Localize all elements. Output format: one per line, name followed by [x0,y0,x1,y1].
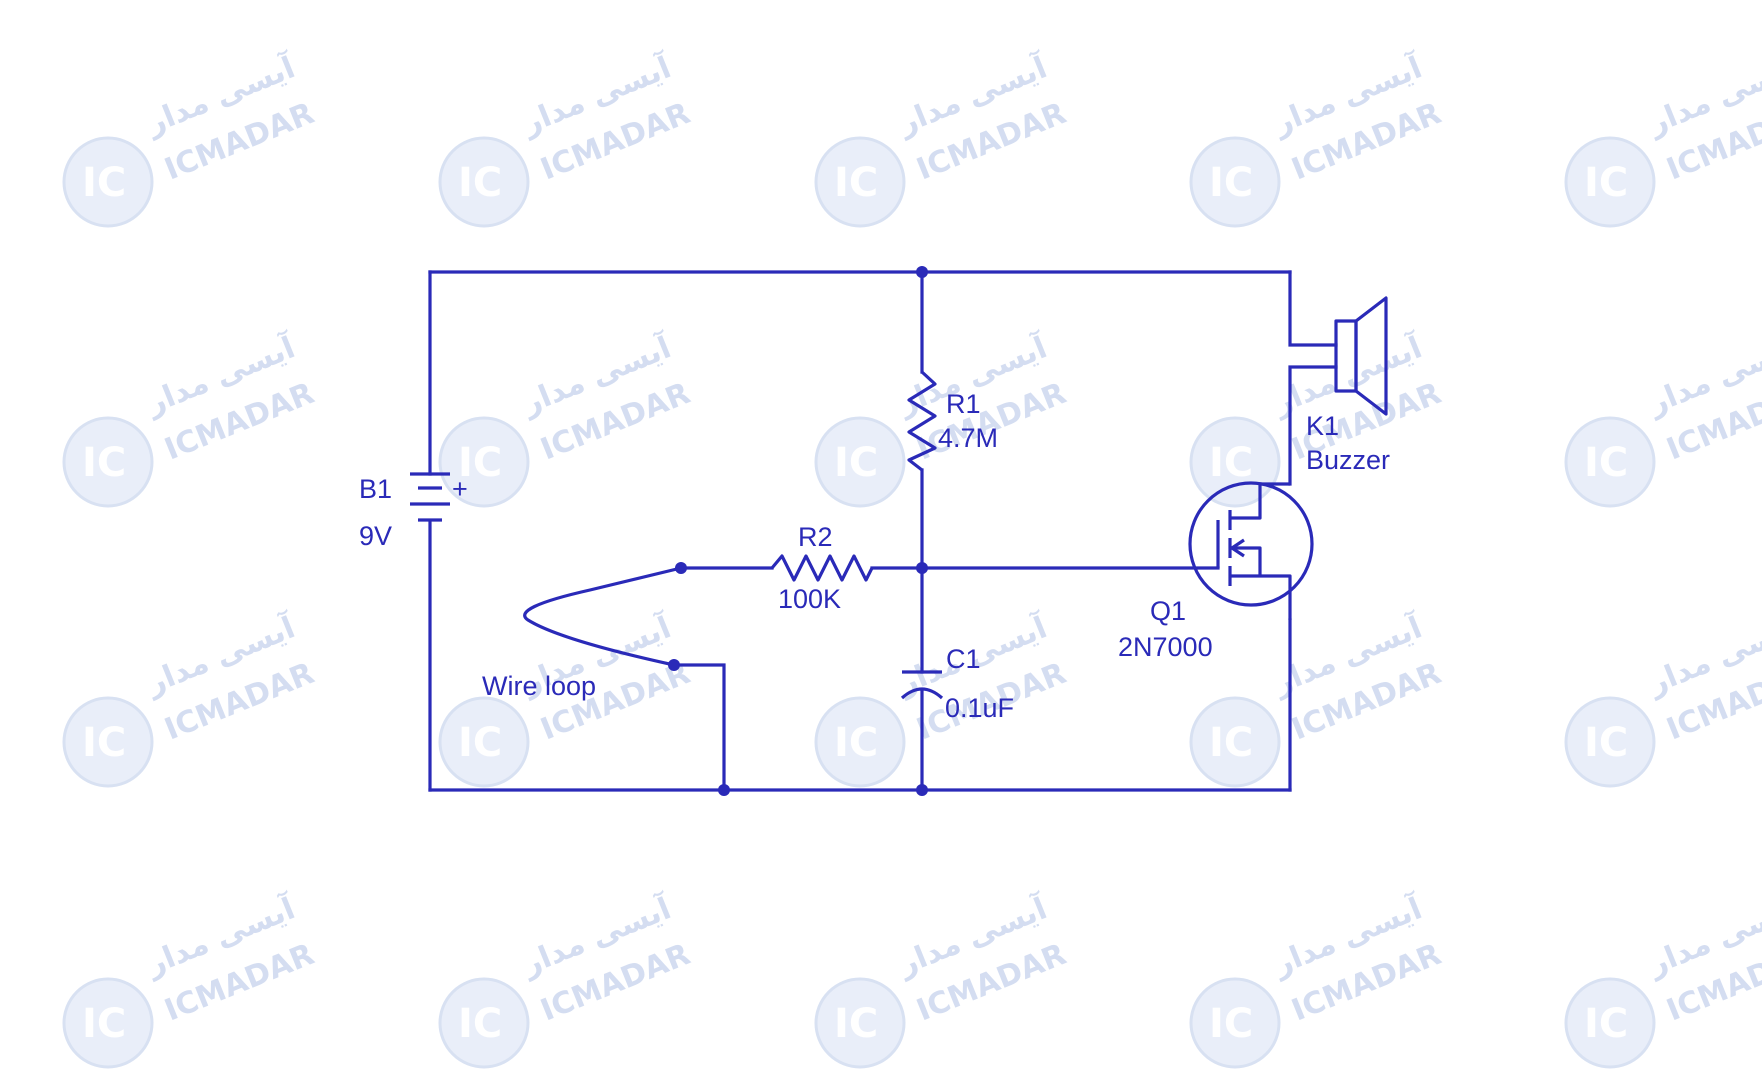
watermark-badge-text: IC [1209,1001,1253,1047]
watermark-badge-text: IC [1209,440,1253,486]
watermark-badge-icon [62,977,154,1069]
watermark-badge-text: IC [82,1001,126,1047]
watermark-badge-icon [62,416,154,508]
watermark-badge-icon [1564,696,1656,788]
r1-ref-label: R1 [946,389,981,419]
k1-value-label: Buzzer [1306,445,1390,475]
wires [428,270,1338,792]
loop-to-ground-wire [672,663,726,792]
resistor-r1 [907,370,937,472]
buzzer-top-wire [1288,270,1338,347]
r2-value-label: 100K [778,584,841,614]
watermark-badge-text: IC [1209,160,1253,206]
q1-value-label: 2N7000 [1118,632,1213,662]
watermark-badge-icon [814,696,906,788]
resistor-r2 [770,554,874,582]
watermark-badge-icon [1564,977,1656,1069]
r1-value-label: 4.7M [938,423,998,453]
loop-terminal-top [675,562,687,574]
watermark-badge-text: IC [1584,440,1628,486]
watermark-badge-text: IC [1584,720,1628,766]
buzzer-to-drain-wire [1288,365,1338,486]
watermark-badge-text: IC [458,160,502,206]
watermark-badge-text: IC [1584,1001,1628,1047]
watermark-badge-icon [438,696,530,788]
watermark-badge-text: IC [834,160,878,206]
watermark-badge-icon [438,977,530,1069]
loop-terminal-bottom [668,659,680,671]
battery-polarity-label: + [452,474,468,504]
watermark-badge-icon [62,696,154,788]
wire-loop [523,566,682,667]
junctions [668,266,928,796]
mosfet-q1 [1188,481,1314,620]
watermark-badge-text: IC [82,440,126,486]
battery-value-label: 9V [359,521,392,551]
c1-value-label: 0.1uF [945,693,1014,723]
watermark-badge-icon [1189,696,1281,788]
watermark-badge-text: IC [1584,160,1628,206]
buzzer-k1 [1334,296,1388,416]
watermark-badge-text: IC [82,160,126,206]
watermark-badge-icon [1564,136,1656,228]
watermark-badge-text: IC [458,720,502,766]
watermark-badge-text: IC [834,1001,878,1047]
watermark-badge-text: IC [458,440,502,486]
c1-ref-label: C1 [946,644,981,674]
wire-loop-label: Wire loop [482,671,596,701]
watermark-badge-icon [1189,136,1281,228]
r2-ref-label: R2 [798,522,833,552]
battery-b1 [410,472,450,522]
k1-ref-label: K1 [1306,411,1339,441]
watermark-badge-icon [814,977,906,1069]
watermark-badge-icon [814,136,906,228]
watermark-badge-icon [1564,416,1656,508]
watermark-badge-icon [62,136,154,228]
watermark-badge-text: IC [834,440,878,486]
watermark-badge-icon [438,136,530,228]
junction-top [916,266,928,278]
battery-ref-label: B1 [359,474,392,504]
junction-loop-ground [718,784,730,796]
junction-mid [916,562,928,574]
watermark-badge-text: IC [834,720,878,766]
watermark-badge-text: IC [1209,720,1253,766]
capacitor-c1 [900,670,944,700]
watermark-badge-icon [438,416,530,508]
watermark-badge-icon [1189,977,1281,1069]
q1-ref-label: Q1 [1150,596,1186,626]
watermark-badge-icon [814,416,906,508]
junction-bottom [916,784,928,796]
watermark-badge-text: IC [82,720,126,766]
watermark-badge-text: IC [458,1001,502,1047]
